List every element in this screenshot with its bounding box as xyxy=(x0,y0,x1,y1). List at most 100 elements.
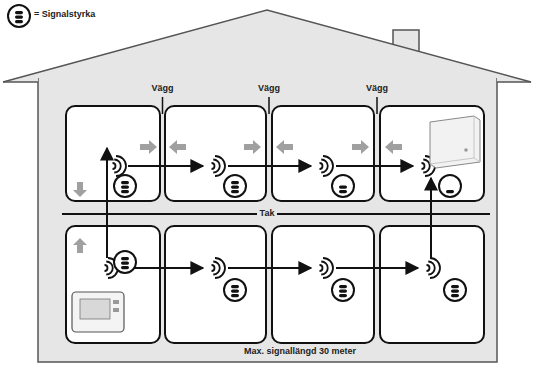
gray-arrow xyxy=(244,140,261,154)
signal-waves xyxy=(105,156,441,278)
label-text: Vägg xyxy=(151,84,173,94)
meter-bar xyxy=(446,190,454,193)
room xyxy=(66,106,160,201)
wave-arc xyxy=(320,163,323,169)
strength-meter xyxy=(114,175,136,197)
signal-arrow xyxy=(228,267,311,269)
room xyxy=(165,106,266,201)
wave-arc xyxy=(321,262,328,275)
thermostat-button xyxy=(113,300,119,304)
meter-bar xyxy=(231,285,239,288)
block-arrows xyxy=(73,140,402,253)
gray-arrow xyxy=(352,140,369,154)
room xyxy=(272,226,374,343)
wave-arc xyxy=(114,160,121,173)
legend-text: = Signalstyrka xyxy=(34,10,95,20)
meter-bar xyxy=(231,294,239,297)
meter-bar xyxy=(121,266,129,269)
room xyxy=(272,106,374,201)
signal-arrow xyxy=(430,178,432,258)
meter-bar xyxy=(15,20,23,23)
strength-meter xyxy=(224,279,246,301)
wave-arc xyxy=(213,160,220,173)
meter-bar xyxy=(121,262,129,265)
meter-bar xyxy=(15,16,23,19)
receiver-edge xyxy=(430,116,480,164)
meter-ring xyxy=(224,175,246,197)
thermostat-body xyxy=(72,292,124,332)
gray-arrow xyxy=(385,140,402,154)
meter-ring xyxy=(224,279,246,301)
meter-bar xyxy=(339,285,347,288)
meter-ring xyxy=(8,5,30,27)
gray-arrow xyxy=(276,140,293,154)
signal-wave xyxy=(320,156,334,176)
wave-arc xyxy=(428,262,435,275)
meter-bar xyxy=(231,186,239,189)
meter-bar xyxy=(121,190,129,193)
wave-arc xyxy=(427,265,430,271)
legend-swatch xyxy=(8,5,30,27)
meter-bar xyxy=(121,257,129,260)
meter-ring xyxy=(114,251,136,273)
thermostat-screen xyxy=(80,299,110,319)
receiver xyxy=(430,116,480,168)
label-text: Max. signallängd 30 meter xyxy=(244,347,356,357)
label-text: Vägg xyxy=(366,84,388,94)
meter-ring xyxy=(114,175,136,197)
label-text: Tak xyxy=(257,209,278,219)
wave-arc xyxy=(321,160,328,173)
strength-meter xyxy=(224,175,246,197)
wave-arc xyxy=(215,156,225,176)
wave-arc xyxy=(213,262,220,275)
meter-bar xyxy=(339,190,347,193)
wave-arc xyxy=(212,163,215,169)
wall-ticks xyxy=(163,97,378,114)
strength-meter xyxy=(114,251,136,273)
room xyxy=(66,226,160,343)
wall-tick xyxy=(376,97,378,114)
signal-wave xyxy=(427,258,441,278)
meter-ring xyxy=(444,279,466,301)
meter-bar xyxy=(231,181,239,184)
receiver-body xyxy=(430,116,480,168)
wave-arc xyxy=(422,163,425,169)
signal-arrow xyxy=(336,267,418,269)
receiver-led xyxy=(464,148,468,152)
meter-bar xyxy=(231,290,239,293)
wave-arc xyxy=(320,265,323,271)
gray-arrow xyxy=(73,182,87,197)
wall-tick xyxy=(268,97,270,114)
meter-ring xyxy=(332,279,354,301)
signal-arrow xyxy=(336,165,413,167)
wave-arc xyxy=(430,258,440,278)
signal-arrows xyxy=(107,148,431,268)
eave-line xyxy=(3,81,531,83)
wave-arc xyxy=(113,163,116,169)
strength-meter xyxy=(444,279,466,301)
signal-wave xyxy=(113,156,127,176)
wave-arc xyxy=(323,156,333,176)
wave-arc xyxy=(215,258,225,278)
meter-bar xyxy=(339,290,347,293)
wall-tick xyxy=(162,97,164,114)
meter-bar xyxy=(339,186,347,189)
label-text: Vägg xyxy=(258,84,280,94)
gray-arrow xyxy=(140,140,157,154)
signal-wave xyxy=(212,258,226,278)
meter-bar xyxy=(121,181,129,184)
wave-arc xyxy=(212,265,215,271)
meter-ring xyxy=(439,175,461,197)
meter-bar xyxy=(451,294,459,297)
signal-arrow xyxy=(228,165,311,167)
wave-arc xyxy=(423,160,430,173)
signal-arrow xyxy=(128,165,203,167)
thermostat xyxy=(72,292,124,332)
meter-ring xyxy=(332,175,354,197)
legend-icon xyxy=(8,5,30,27)
meter-bar xyxy=(451,285,459,288)
signal-wave xyxy=(212,156,226,176)
wave-arc xyxy=(116,156,126,176)
